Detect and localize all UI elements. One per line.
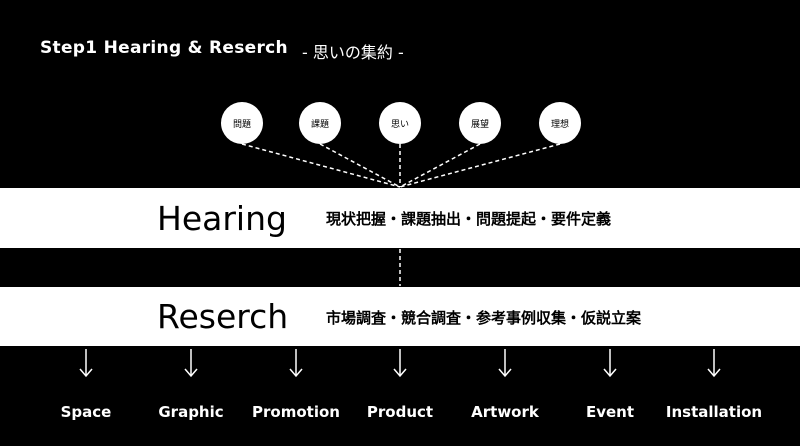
input-circle-thought: 思い — [379, 102, 421, 144]
hearing-band: Hearing 現状把握・課題抽出・問題提起・要件定義 — [0, 188, 800, 248]
reserch-title: Reserch — [157, 297, 289, 336]
output-promotion: Promotion — [252, 403, 340, 421]
input-circle-problem: 問題 — [221, 102, 263, 144]
connector-ideal — [399, 143, 561, 188]
connector-problem — [241, 143, 401, 188]
arrow-graphic — [184, 349, 198, 378]
arrow-product — [393, 349, 407, 378]
output-product: Product — [366, 403, 434, 421]
arrow-artwork — [498, 349, 512, 378]
output-arrows — [79, 349, 721, 378]
arrow-installation — [707, 349, 721, 378]
reserch-band: Reserch 市場調査・競合調査・参考事例収集・仮説立案 — [0, 287, 800, 346]
page-subtitle: - 思いの集約 - — [302, 43, 404, 62]
reserch-description: 市場調査・競合調査・参考事例収集・仮説立案 — [326, 309, 642, 327]
output-installation: Installation — [665, 403, 763, 421]
output-graphic: Graphic — [158, 403, 224, 421]
arrow-promotion — [289, 349, 303, 378]
hearing-description: 現状把握・課題抽出・問題提起・要件定義 — [326, 210, 612, 228]
arrow-event — [603, 349, 617, 378]
input-circle-issue: 課題 — [299, 102, 341, 144]
input-circle-ideal: 理想 — [539, 102, 581, 144]
output-artwork: Artwork — [471, 403, 539, 421]
output-event: Event — [585, 403, 635, 421]
arrow-space — [79, 349, 93, 378]
output-space: Space — [60, 403, 112, 421]
connector-vision — [399, 143, 481, 188]
hearing-title: Hearing — [157, 199, 287, 238]
input-circle-vision: 展望 — [459, 102, 501, 144]
connector-issue — [319, 143, 401, 188]
page-title: Step1 Hearing & Reserch — [40, 38, 288, 58]
